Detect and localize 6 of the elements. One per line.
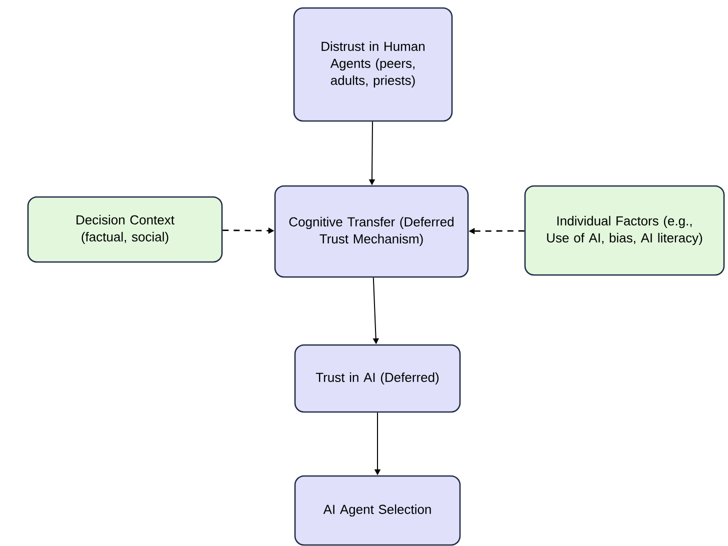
process-box: Decision Context (factual, social): [27, 196, 223, 263]
process-box: Trust in AI (Deferred): [294, 344, 461, 413]
process-box: Cognitive Transfer (Deferred Trust Mechanism): [274, 185, 469, 278]
process-box: AI Agent Selection: [294, 475, 461, 546]
process-box: Distrust in Human Agents (peers, adults, priests): [293, 7, 453, 122]
process-box: Individual Factors (e.g., Use of AI, bias, AI literacy): [524, 185, 725, 276]
